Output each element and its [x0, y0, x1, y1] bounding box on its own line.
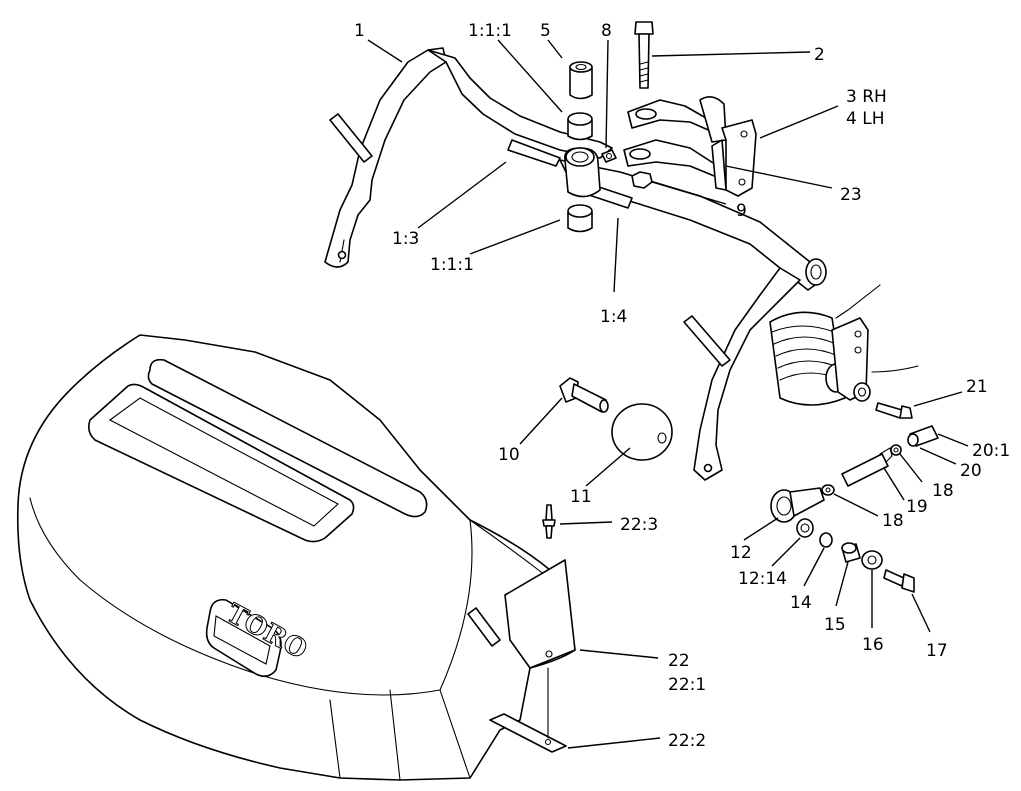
callout-9: 9 [736, 201, 747, 221]
knob-11 [611, 403, 673, 461]
callout-8: 8 [601, 21, 612, 41]
callout-labels: 1 1:1:1 5 8 2 3 RH 4 LH 23 9 1:3 1:1:1 1… [354, 21, 1010, 751]
callout-22-1: 22:1 [668, 675, 706, 695]
roller-assembly [769, 284, 919, 406]
callout-15: 15 [824, 615, 846, 635]
callout-14: 14 [790, 593, 812, 613]
callout-12: 12 [730, 543, 752, 563]
washer-16 [861, 550, 883, 570]
callout-23: 23 [840, 185, 862, 205]
callout-22-3: 22:3 [620, 515, 658, 535]
washer-18-upper [890, 444, 902, 456]
callout-19: 19 [906, 497, 928, 517]
callout-1-1-1-top: 1:1:1 [468, 21, 512, 41]
bolt-17 [883, 569, 915, 593]
callout-20: 20 [960, 461, 982, 481]
spacer-15 [841, 542, 861, 563]
cover-shield: TORO [16, 334, 576, 781]
carrier-frame [324, 47, 827, 481]
rod-19 [841, 447, 893, 487]
bearing-12-14 [796, 518, 814, 538]
callout-18-upper: 18 [932, 481, 954, 501]
callout-22-2: 22:2 [668, 731, 706, 751]
callout-16: 16 [862, 635, 884, 655]
washer-18-lower [821, 484, 835, 496]
callout-12-14: 12:14 [738, 569, 787, 589]
bolt-21 [875, 402, 913, 419]
callout-5: 5 [540, 21, 551, 41]
callout-2: 2 [814, 45, 825, 65]
bolt-2 [634, 21, 654, 89]
callout-1-4: 1:4 [600, 307, 627, 327]
rivet-22-3 [542, 504, 556, 539]
spacer-5 [569, 61, 593, 100]
callout-4-lh: 4 LH [846, 109, 884, 129]
callout-3-rh: 3 RH [846, 87, 887, 107]
bushing-lower [567, 204, 593, 233]
rod-end-12 [770, 487, 825, 523]
callout-20-1: 20:1 [972, 441, 1010, 461]
callout-21: 21 [966, 377, 988, 397]
callout-1-1-1-bottom: 1:1:1 [430, 255, 474, 275]
bushing-upper [567, 112, 593, 141]
bracket-3-4 [623, 96, 757, 197]
callout-11: 11 [570, 487, 592, 507]
spacer-20 [907, 425, 939, 447]
callout-17: 17 [926, 641, 948, 661]
callout-1-3: 1:3 [392, 229, 419, 249]
grease-fitting-8 [601, 149, 617, 163]
bolt-10 [559, 377, 609, 413]
callout-1: 1 [354, 21, 365, 41]
callout-18-lower: 18 [882, 511, 904, 531]
washer-14 [819, 532, 833, 548]
callout-10: 10 [498, 445, 520, 465]
plate-22-2 [489, 667, 567, 753]
callout-22: 22 [668, 651, 690, 671]
leader-lines [367, 39, 969, 749]
